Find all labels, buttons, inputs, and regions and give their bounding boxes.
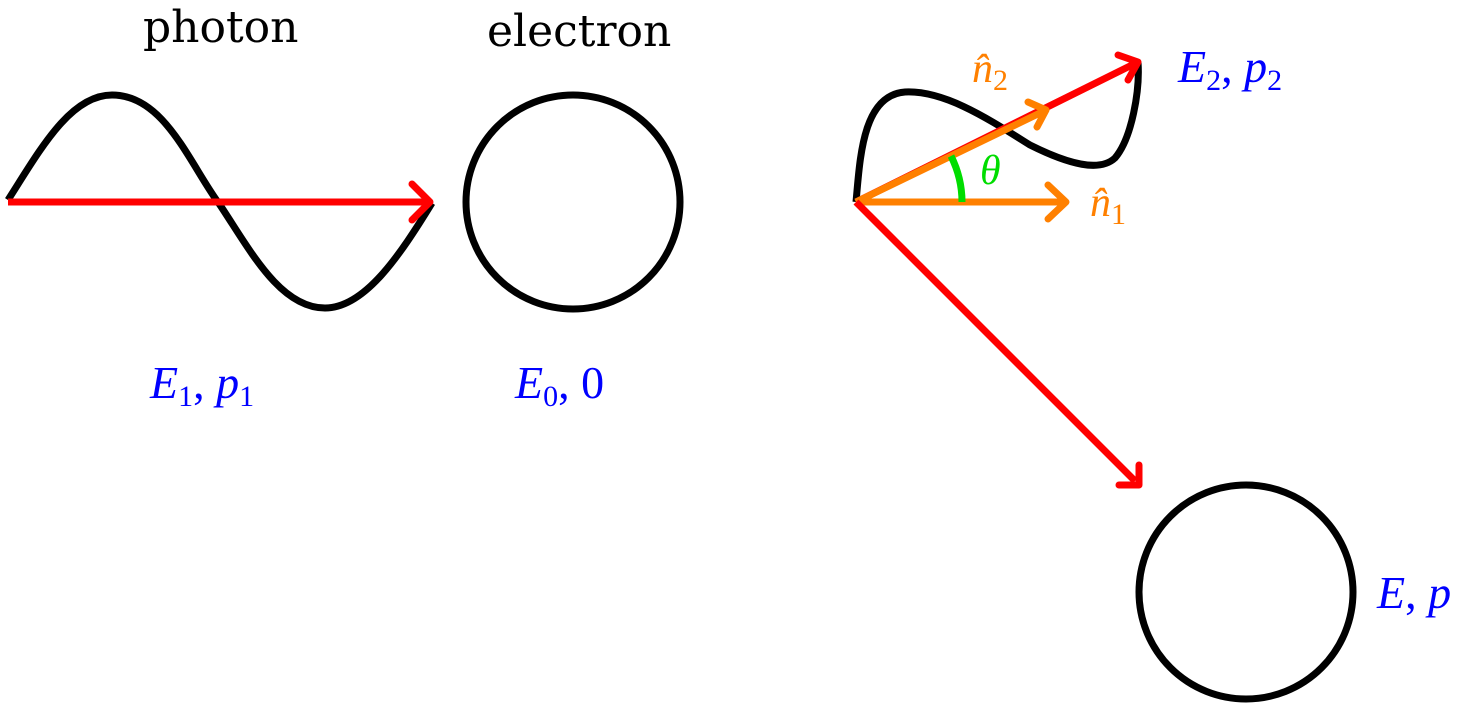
scattered-momentum-arrowhead xyxy=(1114,51,1142,84)
recoil-momentum-arrowhead xyxy=(1115,461,1143,489)
electron-at-rest-label: E0, 0 xyxy=(515,357,605,412)
electron-at-rest xyxy=(462,91,684,313)
unit-vector-subscript: 1 xyxy=(1111,198,1126,231)
unit-vector-n2-arrowhead xyxy=(1024,98,1050,131)
momentum-symbol: p xyxy=(1244,41,1268,92)
momentum-value: 0 xyxy=(581,357,605,408)
unit-vector-n1-label: n̂1 xyxy=(1090,180,1126,230)
unit-vector-symbol: n̂ xyxy=(972,46,993,92)
photon-title: photon xyxy=(143,2,299,53)
momentum-subscript: 1 xyxy=(239,380,255,413)
momentum-symbol: p xyxy=(216,357,240,408)
energy-subscript: 1 xyxy=(178,380,194,413)
unit-vector-symbol: n̂ xyxy=(1090,180,1111,226)
incident-photon-label: E1, p1 xyxy=(150,357,254,412)
recoil-electron xyxy=(1135,481,1357,703)
scattered-photon-label: E2, p2 xyxy=(1178,41,1282,96)
energy-symbol: E xyxy=(150,357,179,408)
separator: , xyxy=(558,357,570,408)
momentum-symbol: p xyxy=(1428,567,1452,618)
unit-vector-n1-arrowhead xyxy=(1044,181,1070,223)
energy-symbol: E xyxy=(515,357,544,408)
unit-vector-n2-label: n̂2 xyxy=(972,46,1008,96)
electron-title: electron xyxy=(487,6,672,57)
incident-momentum-arrowhead xyxy=(408,180,434,224)
scattered-photon-wave xyxy=(852,61,1142,203)
momentum-subscript: 2 xyxy=(1267,64,1283,97)
recoil-electron-label: E, p xyxy=(1377,570,1451,616)
energy-subscript: 2 xyxy=(1206,64,1222,97)
energy-symbol: E xyxy=(1178,41,1207,92)
energy-subscript: 0 xyxy=(543,380,559,413)
scattering-angle-label: θ xyxy=(980,148,1001,194)
separator: , xyxy=(193,357,205,408)
separator: , xyxy=(1405,567,1417,618)
scattering-angle-arc xyxy=(947,154,966,203)
energy-symbol: E xyxy=(1377,567,1406,618)
separator: , xyxy=(1221,41,1233,92)
recoil-momentum-arrow xyxy=(853,199,1138,484)
unit-vector-subscript: 2 xyxy=(993,64,1008,97)
